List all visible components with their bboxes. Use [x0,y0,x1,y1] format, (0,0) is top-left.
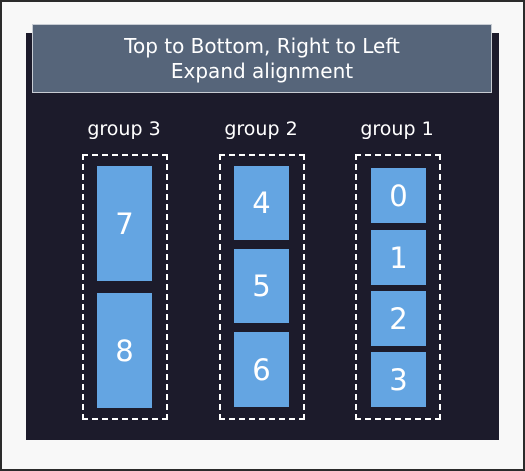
header-subtitle: Expand alignment [170,59,354,83]
item-4: 4 [234,166,289,240]
item-7: 7 [97,166,152,281]
group-label-2: group 2 [224,118,298,140]
item-0: 0 [371,168,426,223]
item-6: 6 [234,332,289,407]
header-title: Top to Bottom, Right to Left [124,34,400,58]
group-box-3 [82,154,168,420]
diagram-header: Top to Bottom, Right to Left Expand alig… [32,24,492,93]
item-1: 1 [371,230,426,285]
item-5: 5 [234,249,289,323]
group-label-3: group 3 [87,118,161,140]
group-label-1: group 1 [360,118,434,140]
group-box-2 [219,154,305,420]
item-2: 2 [371,291,426,346]
group-box-1 [355,154,441,420]
item-3: 3 [371,352,426,407]
item-8: 8 [97,293,152,408]
